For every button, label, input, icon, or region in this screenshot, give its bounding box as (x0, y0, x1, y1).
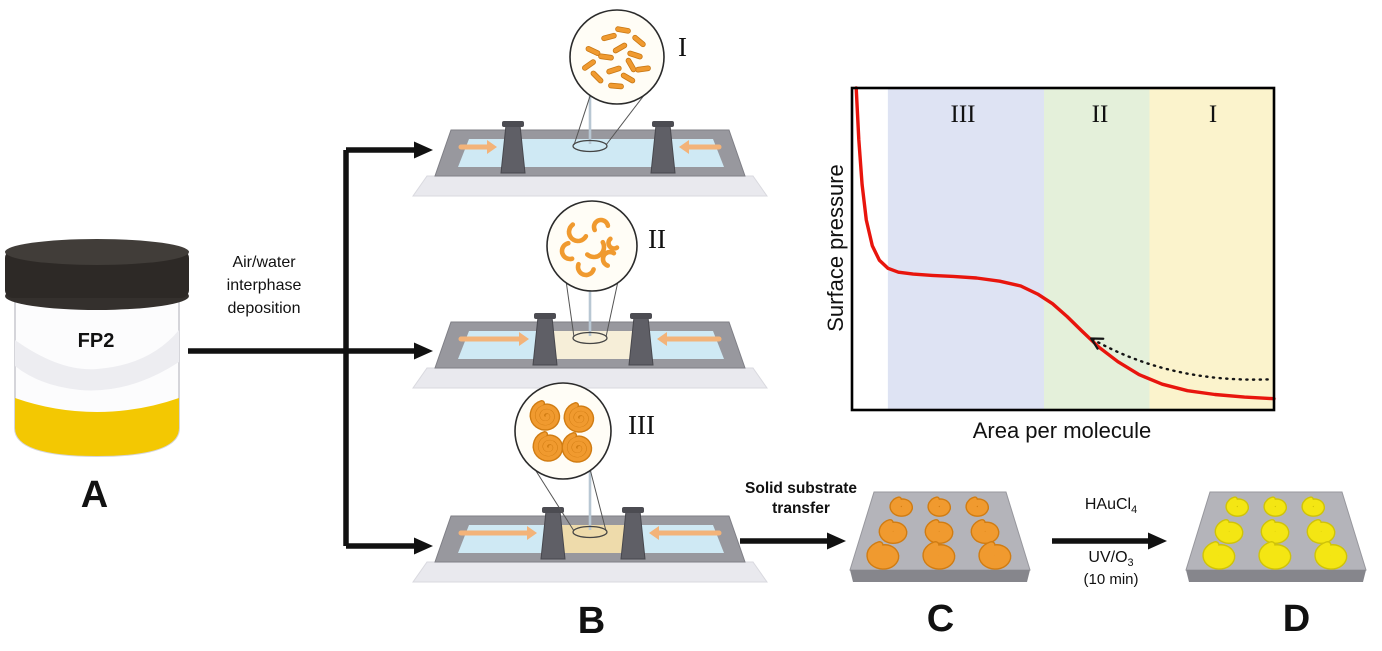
reagent-caption: HAuCl4 (1059, 496, 1163, 516)
reagent-formula: HAuCl (1084, 496, 1132, 513)
reaction-arrow (1052, 532, 1167, 550)
chart-xlabel: Area per molecule (972, 418, 1152, 443)
chart-border (850, 86, 1276, 412)
chart-region-label-ii: II (1091, 101, 1109, 128)
interfacial-film (546, 331, 640, 359)
uv-formula: UV/O (1088, 549, 1128, 566)
arrowhead-bottom (414, 537, 433, 555)
molecule-worm (591, 217, 611, 233)
vial-label: FP2 (77, 330, 115, 352)
panel-label-c: C (926, 598, 956, 640)
substrate-c (849, 491, 1031, 582)
duration-caption: (10 min) (1083, 571, 1139, 588)
chart-region-I (1149, 89, 1274, 409)
uv-caption: UV/O3 (1059, 549, 1163, 569)
substrate-d (1185, 491, 1367, 582)
arrowhead-top (414, 141, 433, 159)
magnifier-circle-ii (546, 200, 638, 292)
molecule-worm (606, 236, 620, 251)
molecule-rod (612, 42, 628, 54)
molecule-rod (632, 34, 646, 48)
transfer-line2: transfer (772, 500, 830, 517)
langmuir-trough-2 (412, 313, 768, 389)
langmuir-trough-1 (412, 121, 768, 197)
chart-ylabel: Surface pressure (823, 164, 848, 332)
molecule-rod (620, 72, 636, 84)
deposition-line3: deposition (227, 300, 301, 317)
chart-region-III (887, 89, 1045, 409)
panel-label-b: B (577, 600, 607, 642)
state-label-i: I (678, 32, 687, 62)
magnifier-circle-iii (514, 382, 612, 480)
state-label-iii: III (628, 410, 655, 440)
langmuir-trough-3 (412, 507, 768, 583)
molecule-rod (627, 50, 643, 60)
molecule-worm (600, 249, 617, 268)
molecule-worm (585, 239, 607, 260)
zoom-view-iii (514, 382, 612, 539)
molecule-rod (608, 82, 624, 90)
deposition-caption: Air/water interphase deposition (202, 251, 326, 320)
molecule-rod (590, 70, 604, 84)
zoom-view-ii (546, 200, 638, 345)
chart-region-label-iii: III (950, 101, 976, 128)
deposition-line1: Air/water (232, 254, 296, 271)
deposition-line2: interphase (226, 277, 302, 294)
isotherm-chart (850, 86, 1276, 412)
interfacial-film (554, 525, 632, 553)
isotherm-curve (854, 86, 1276, 401)
vial-illustration (5, 239, 189, 458)
compression-direction-arrow (1090, 337, 1269, 381)
uv-subscript: 3 (1127, 557, 1134, 570)
molecule-worm (559, 240, 575, 262)
panel-label-d: D (1282, 598, 1312, 640)
molecule-worm (566, 222, 589, 244)
magnifier-circle-i (569, 9, 665, 105)
transfer-arrow (740, 532, 846, 550)
molecule-rod (615, 26, 631, 34)
transfer-caption: Solid substrate transfer (731, 479, 871, 519)
transfer-line1: Solid substrate (745, 480, 857, 497)
molecule-rod (598, 53, 614, 61)
reagent-subscript: 4 (1131, 504, 1138, 517)
chart-region-label-i: I (1208, 101, 1218, 128)
state-label-ii: II (648, 224, 666, 254)
chart-region-II (1044, 89, 1150, 409)
molecule-rod (582, 59, 596, 71)
flow-arrows (188, 141, 433, 555)
molecule-rod (601, 32, 617, 42)
molecule-rod (606, 65, 622, 75)
zoom-view-i (569, 9, 665, 153)
molecule-rod (625, 57, 637, 73)
molecule-worm (575, 261, 596, 278)
vial-cap-top (5, 239, 189, 265)
arrowhead-middle (414, 342, 433, 360)
panel-label-a: A (80, 474, 110, 516)
